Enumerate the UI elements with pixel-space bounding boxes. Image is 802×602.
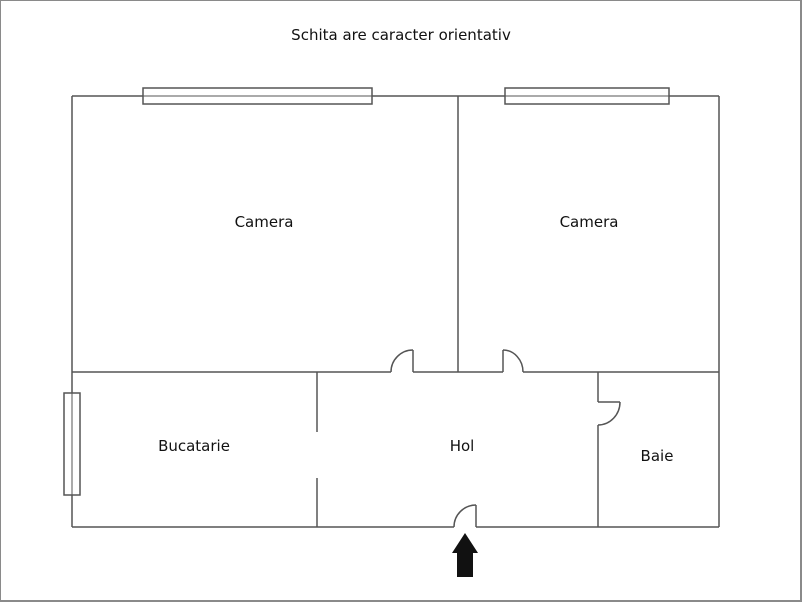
room-label-bucatarie: Bucatarie — [158, 437, 230, 455]
door-baie — [597, 401, 621, 426]
room-label-camera-1: Camera — [234, 213, 294, 231]
room-label-baie: Baie — [640, 447, 674, 465]
room-label-hol: Hol — [449, 437, 475, 455]
sketch-title: Schita are caracter orientativ — [291, 26, 511, 44]
door-entrance — [453, 504, 477, 528]
room-label-camera-2: Camera — [559, 213, 619, 231]
entrance-arrow-icon — [452, 533, 478, 577]
door-camera-1 — [390, 349, 414, 373]
door-camera-2 — [502, 349, 524, 373]
